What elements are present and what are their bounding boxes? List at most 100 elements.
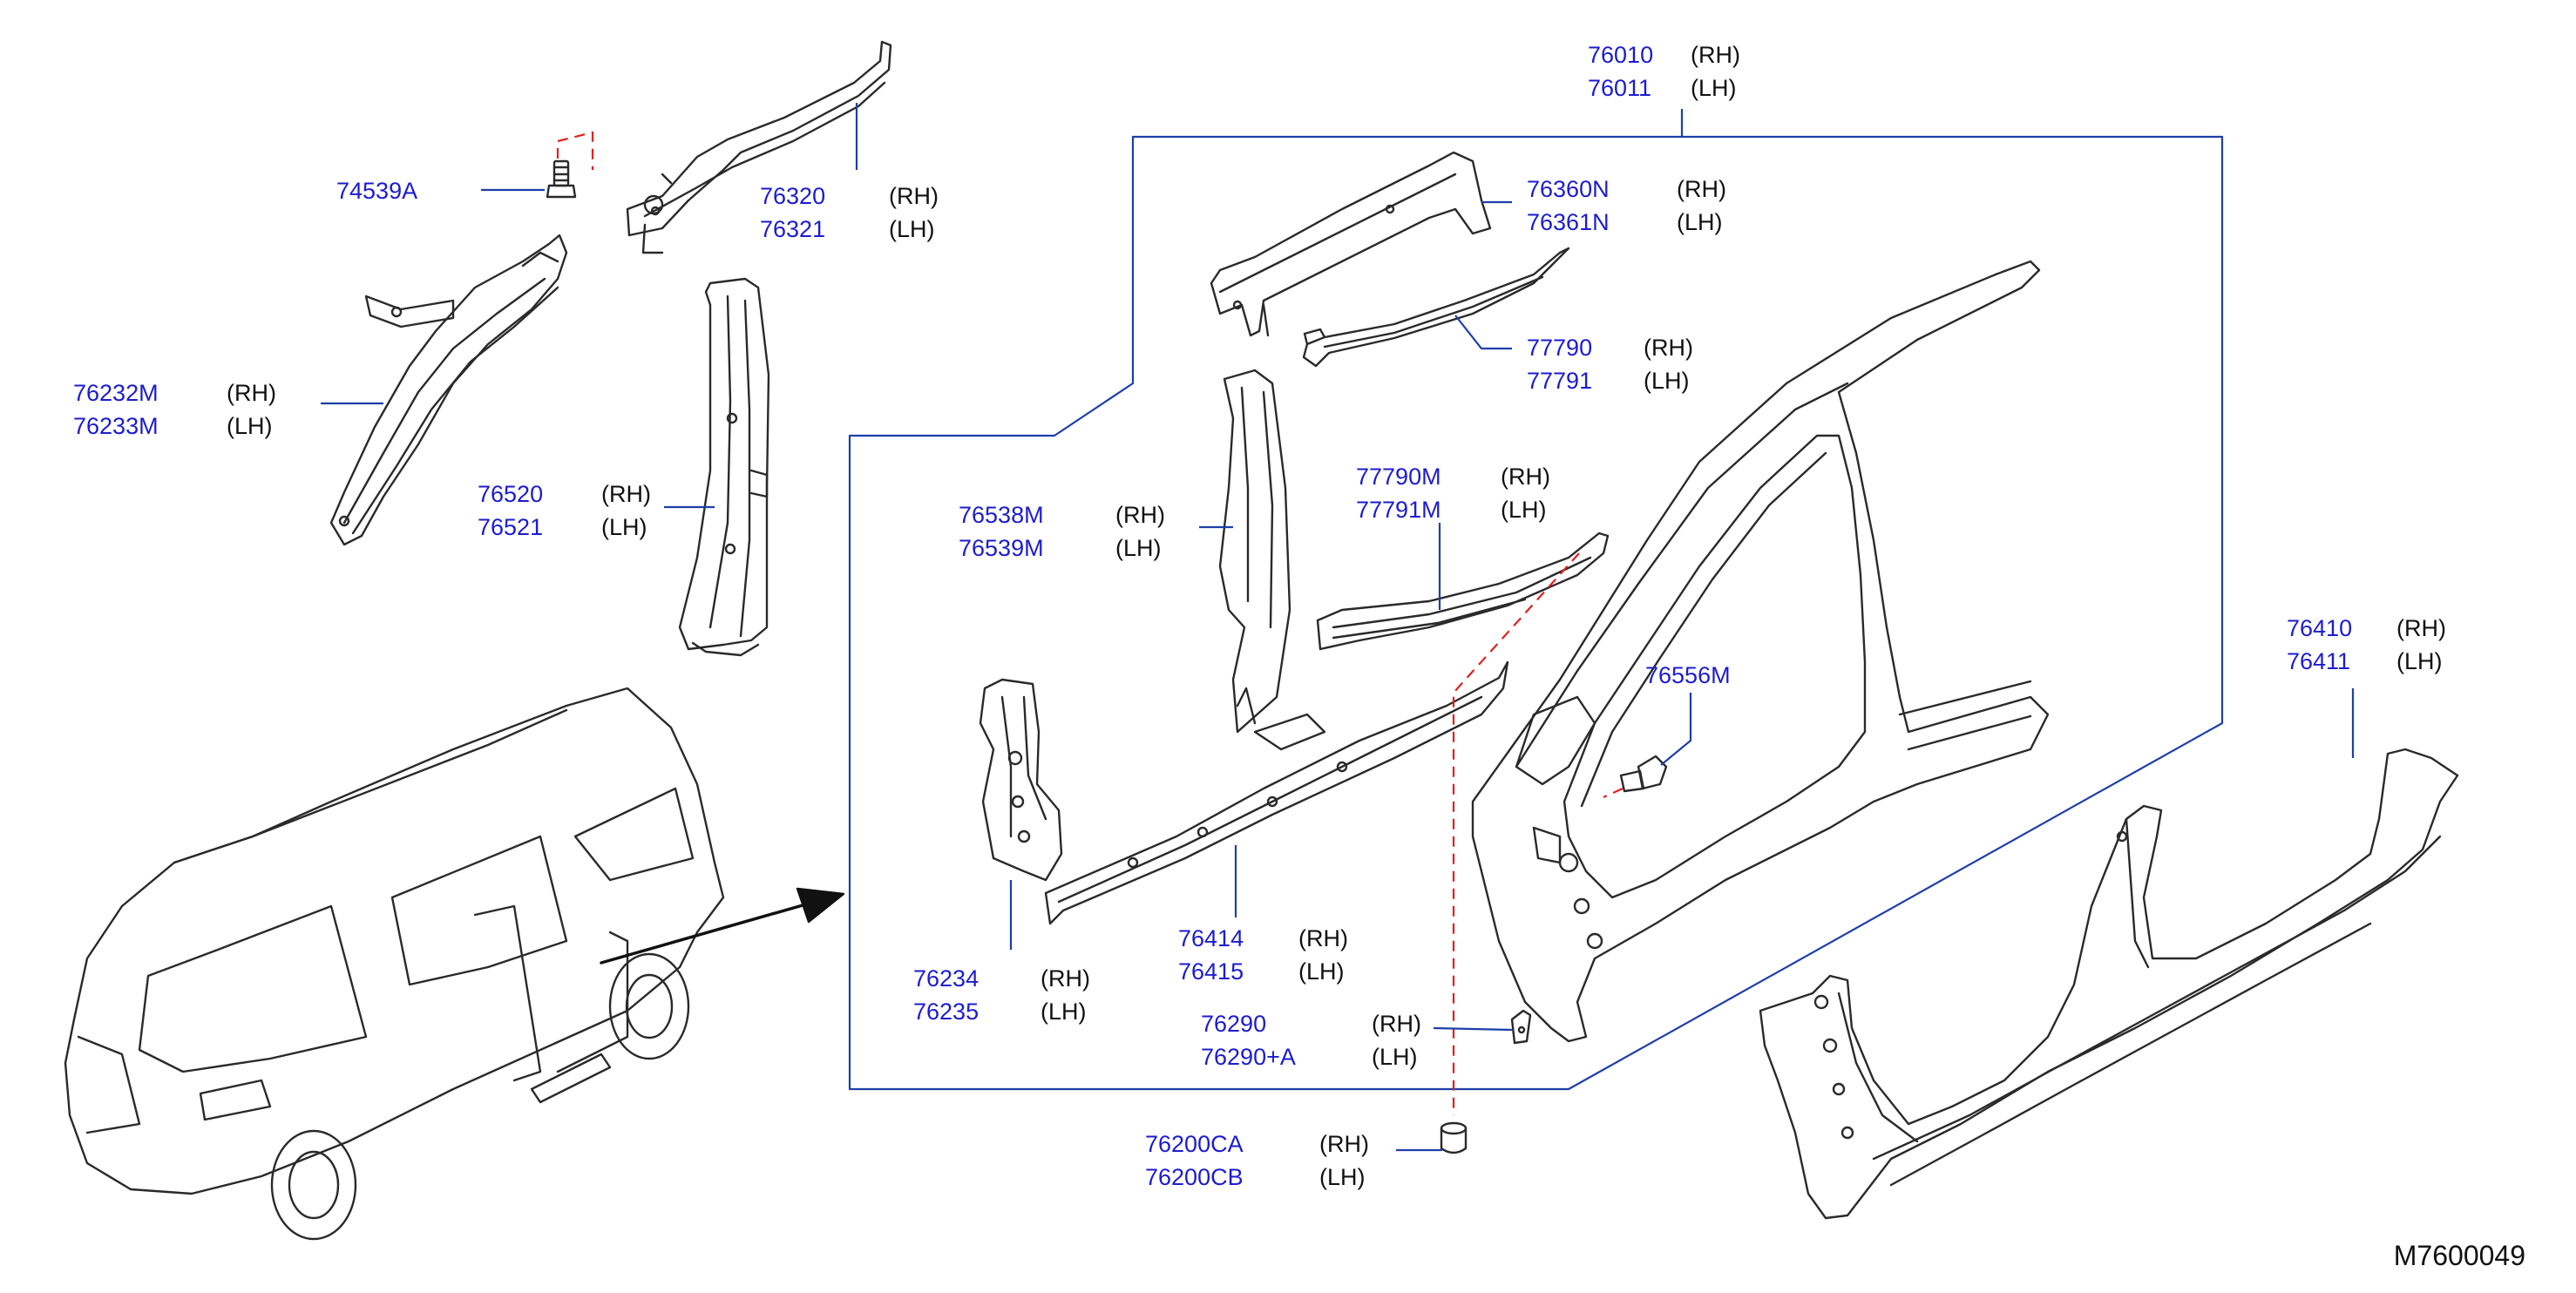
side-marker: (LH) <box>1115 535 1162 561</box>
side-marker: (RH) <box>227 380 276 406</box>
side-marker: (RH) <box>1115 502 1165 528</box>
side-marker: (RH) <box>1691 42 1740 68</box>
label-76200CA[interactable]: 76200CA (RH) <box>1145 1131 1369 1157</box>
label-76290[interactable]: 76290 (RH) <box>1201 1011 1421 1037</box>
side-marker: (LH) <box>889 216 935 242</box>
label-77790M[interactable]: 77790M (RH) <box>1356 464 1550 490</box>
pointer-arrow <box>600 887 845 965</box>
side-marker: (LH) <box>1319 1164 1366 1190</box>
part-number: 76520 <box>478 481 544 507</box>
part-front-pillar-lower <box>979 678 1063 882</box>
part-number: 76415 <box>1178 958 1244 985</box>
side-marker: (LH) <box>1298 958 1345 985</box>
side-marker: (RH) <box>601 481 651 507</box>
part-center-pillar-upper <box>678 277 770 657</box>
part-bolt-74539A <box>546 159 577 199</box>
side-marker: (RH) <box>889 183 939 209</box>
part-number: 76290+A <box>1201 1044 1296 1070</box>
part-number: 77790M <box>1356 464 1441 490</box>
label-74539A[interactable]: 74539A <box>336 178 417 204</box>
part-number: 76011 <box>1588 75 1652 101</box>
label-76010[interactable]: 76010 (RH) <box>1588 42 1740 68</box>
side-marker: (LH) <box>1644 368 1690 394</box>
part-number: 76411 <box>2287 648 2351 674</box>
label-76321[interactable]: 76321 (LH) <box>760 216 935 242</box>
part-number: 77791 <box>1527 368 1593 394</box>
part-roof-rail-front <box>626 40 892 254</box>
part-number: 76539M <box>959 535 1044 561</box>
label-76556M[interactable]: 76556M <box>1645 662 1731 688</box>
side-marker: (LH) <box>601 514 647 540</box>
part-front-pillar-rail <box>329 234 568 546</box>
part-body-side-outer <box>1471 260 2050 1043</box>
label-76235[interactable]: 76235 (LH) <box>913 999 1087 1025</box>
part-number: 76200CA <box>1145 1131 1244 1157</box>
diagram-id: M7600049 <box>2393 1240 2525 1271</box>
label-76232M[interactable]: 76232M (RH) <box>73 380 276 406</box>
part-number: 77790 <box>1527 335 1593 361</box>
assembly-frame <box>848 135 2224 1091</box>
vehicle-overview <box>64 687 725 1241</box>
part-number: 76521 <box>478 514 544 540</box>
part-number: 76290 <box>1201 1011 1267 1037</box>
part-pillar-inner <box>1218 369 1291 734</box>
part-number: 76200CB <box>1145 1164 1244 1190</box>
side-marker: (RH) <box>1372 1011 1421 1037</box>
part-number: 76320 <box>760 183 826 209</box>
side-marker: (RH) <box>2396 615 2446 641</box>
part-number: 76235 <box>913 999 980 1025</box>
label-76521[interactable]: 76521 (LH) <box>478 514 647 540</box>
side-marker: (LH) <box>1501 497 1547 523</box>
part-sill-inner <box>1044 660 1509 925</box>
part-number: 76234 <box>913 965 980 992</box>
label-77790[interactable]: 77790 (RH) <box>1527 335 1693 361</box>
side-marker: (RH) <box>1298 925 1348 951</box>
part-weatherstrip-upper <box>1302 247 1570 368</box>
label-76320[interactable]: 76320 (RH) <box>760 183 939 209</box>
label-76233M[interactable]: 76233M (LH) <box>73 413 273 439</box>
label-76411[interactable]: 76411 (LH) <box>2287 648 2443 674</box>
side-marker: (RH) <box>1041 965 1090 992</box>
label-76414[interactable]: 76414 (RH) <box>1178 925 1348 951</box>
side-marker: (LH) <box>1372 1044 1418 1070</box>
part-number: 76233M <box>73 413 159 439</box>
leader-lines <box>321 103 2355 1152</box>
part-number: 74539A <box>336 178 418 204</box>
side-marker: (LH) <box>1677 209 1723 235</box>
label-76234[interactable]: 76234 (RH) <box>913 965 1090 992</box>
part-number: 76010 <box>1588 42 1654 68</box>
side-marker: (LH) <box>2396 648 2443 674</box>
label-76361N[interactable]: 76361N (LH) <box>1527 209 1723 235</box>
part-number: 76232M <box>73 380 159 406</box>
dashed-assembly-lines <box>556 131 1624 1115</box>
part-number: 76361N <box>1527 209 1610 235</box>
label-76520[interactable]: 76520 (RH) <box>478 481 651 507</box>
side-marker: (RH) <box>1677 176 1726 202</box>
label-77791[interactable]: 77791 (LH) <box>1527 368 1690 394</box>
part-number: 76360N <box>1527 176 1610 202</box>
part-weatherstrip-lower <box>1316 531 1610 651</box>
label-76415[interactable]: 76415 (LH) <box>1178 958 1345 985</box>
label-76011[interactable]: 76011 (LH) <box>1588 75 1737 101</box>
part-number: 76556M <box>1645 662 1731 688</box>
side-marker: (LH) <box>1691 75 1737 101</box>
part-clip-76290 <box>1510 1009 1532 1045</box>
label-76360N[interactable]: 76360N (RH) <box>1527 176 1726 202</box>
label-77791M[interactable]: 77791M (LH) <box>1356 497 1547 523</box>
label-76538M[interactable]: 76538M (RH) <box>959 502 1165 528</box>
label-76539M[interactable]: 76539M (LH) <box>959 535 1162 561</box>
part-number: 76321 <box>760 216 826 242</box>
part-number: 76414 <box>1178 925 1244 951</box>
label-76410[interactable]: 76410 (RH) <box>2287 615 2446 641</box>
part-number: 76538M <box>959 502 1044 528</box>
part-plug-76200CA <box>1440 1121 1468 1154</box>
part-roof-rail-inner <box>1210 151 1492 337</box>
label-76290-A[interactable]: 76290+A (LH) <box>1201 1044 1418 1070</box>
side-marker: (RH) <box>1501 464 1550 490</box>
part-clip-76556M <box>1619 755 1668 793</box>
side-marker: (LH) <box>1041 999 1087 1025</box>
side-marker: (RH) <box>1644 335 1693 361</box>
label-76200CB[interactable]: 76200CB (LH) <box>1145 1164 1366 1190</box>
